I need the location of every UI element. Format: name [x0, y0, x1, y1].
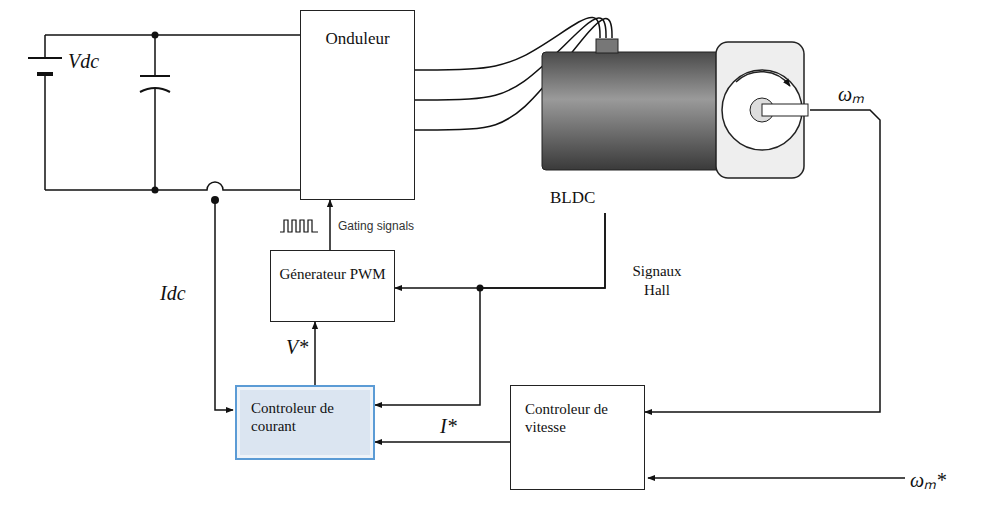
- junction-dot: [211, 196, 219, 204]
- bldc-motor: BLDC: [540, 38, 810, 213]
- dc-bus-top-wire: [45, 34, 300, 36]
- signal-wire: [375, 213, 605, 405]
- speed-label: ωₘ: [838, 80, 864, 107]
- node-label: Controleur de vitesse: [525, 400, 634, 436]
- signal-label: Signaux Hall: [622, 262, 692, 300]
- voltage-reference-label: V*: [286, 336, 308, 359]
- voltage-label: Vdc: [68, 50, 99, 73]
- current-sense-wire: [215, 200, 233, 410]
- node-label: BLDC: [550, 188, 810, 208]
- speed-reference-wire: [648, 477, 905, 479]
- inverter-box: Onduleur: [300, 10, 415, 200]
- battery-symbol: [37, 72, 53, 76]
- battery-symbol: [28, 57, 62, 59]
- dc-bus-bottom-wire: [45, 182, 300, 190]
- speed-reference-label: ωₘ*: [910, 466, 946, 493]
- junction-dot: [152, 187, 159, 194]
- current-controller-box: Controleur de courant: [235, 385, 375, 460]
- speed-controller-box: Controleur de vitesse: [510, 385, 645, 490]
- node-label: Onduleur: [307, 29, 408, 49]
- signal-wire: [329, 200, 331, 250]
- capacitor-wire: [154, 35, 156, 190]
- rotation-arrow: [736, 72, 790, 86]
- node-label: Controleur de courant: [251, 399, 363, 435]
- motor-body: [542, 52, 727, 170]
- motor-shaft: [762, 104, 808, 116]
- junction-dot: [152, 32, 159, 39]
- current-reference-label: I*: [440, 415, 457, 438]
- capacitor-symbol: [140, 75, 170, 77]
- node-label: Génerateur PWM: [277, 265, 388, 283]
- pwm-generator-box: Génerateur PWM: [270, 250, 395, 322]
- signal-wire: [314, 322, 316, 385]
- signal-wire: [375, 441, 510, 443]
- motor-illustration: [540, 38, 810, 183]
- capacitor-symbol: [140, 88, 170, 92]
- current-label: Idc: [160, 282, 186, 305]
- signal-wire: [395, 213, 605, 288]
- pwm-pulse-icon: [280, 220, 318, 232]
- signal-label: Gating signals: [338, 219, 414, 233]
- motor-terminal: [596, 39, 618, 53]
